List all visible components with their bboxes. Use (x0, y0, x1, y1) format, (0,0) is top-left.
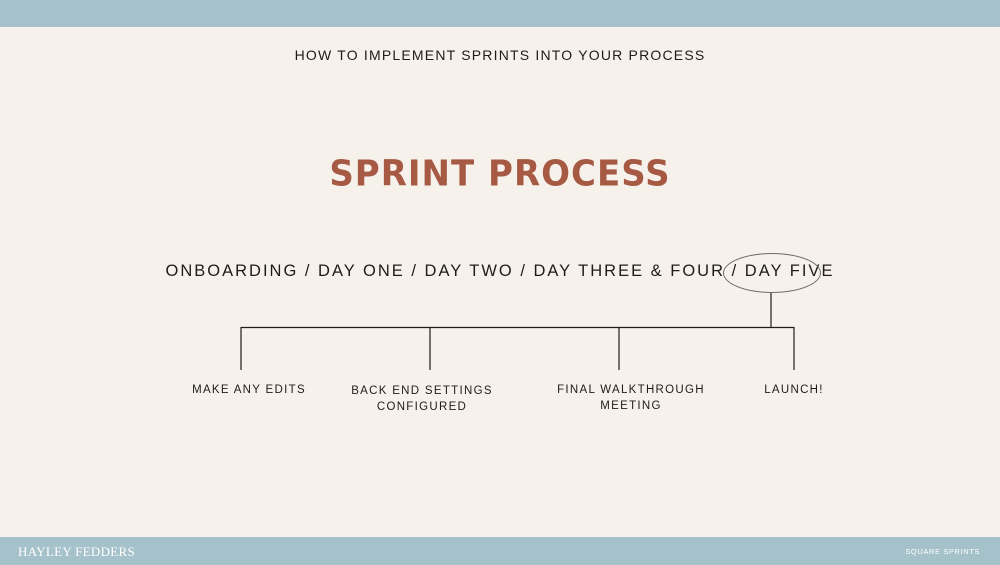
footer-label: SQUARE SPRINTS (905, 547, 980, 556)
task-back-end-settings: BACK END SETTINGS CONFIGURED (346, 383, 498, 415)
task-label: MAKE ANY EDITS (178, 382, 320, 398)
task-launch: LAUNCH! (748, 382, 840, 398)
task-label-line2: CONFIGURED (346, 399, 498, 415)
task-final-walkthrough: FINAL WALKTHROUGH MEETING (548, 382, 714, 414)
task-label-line2: MEETING (548, 398, 714, 414)
task-make-edits: MAKE ANY EDITS (178, 382, 320, 398)
task-label: BACK END SETTINGS (346, 383, 498, 399)
task-label: FINAL WALKTHROUGH (548, 382, 714, 398)
task-label: LAUNCH! (748, 382, 840, 398)
brand-logo: HAYLEY FEDDERS (18, 544, 135, 560)
bottom-band (0, 537, 1000, 565)
